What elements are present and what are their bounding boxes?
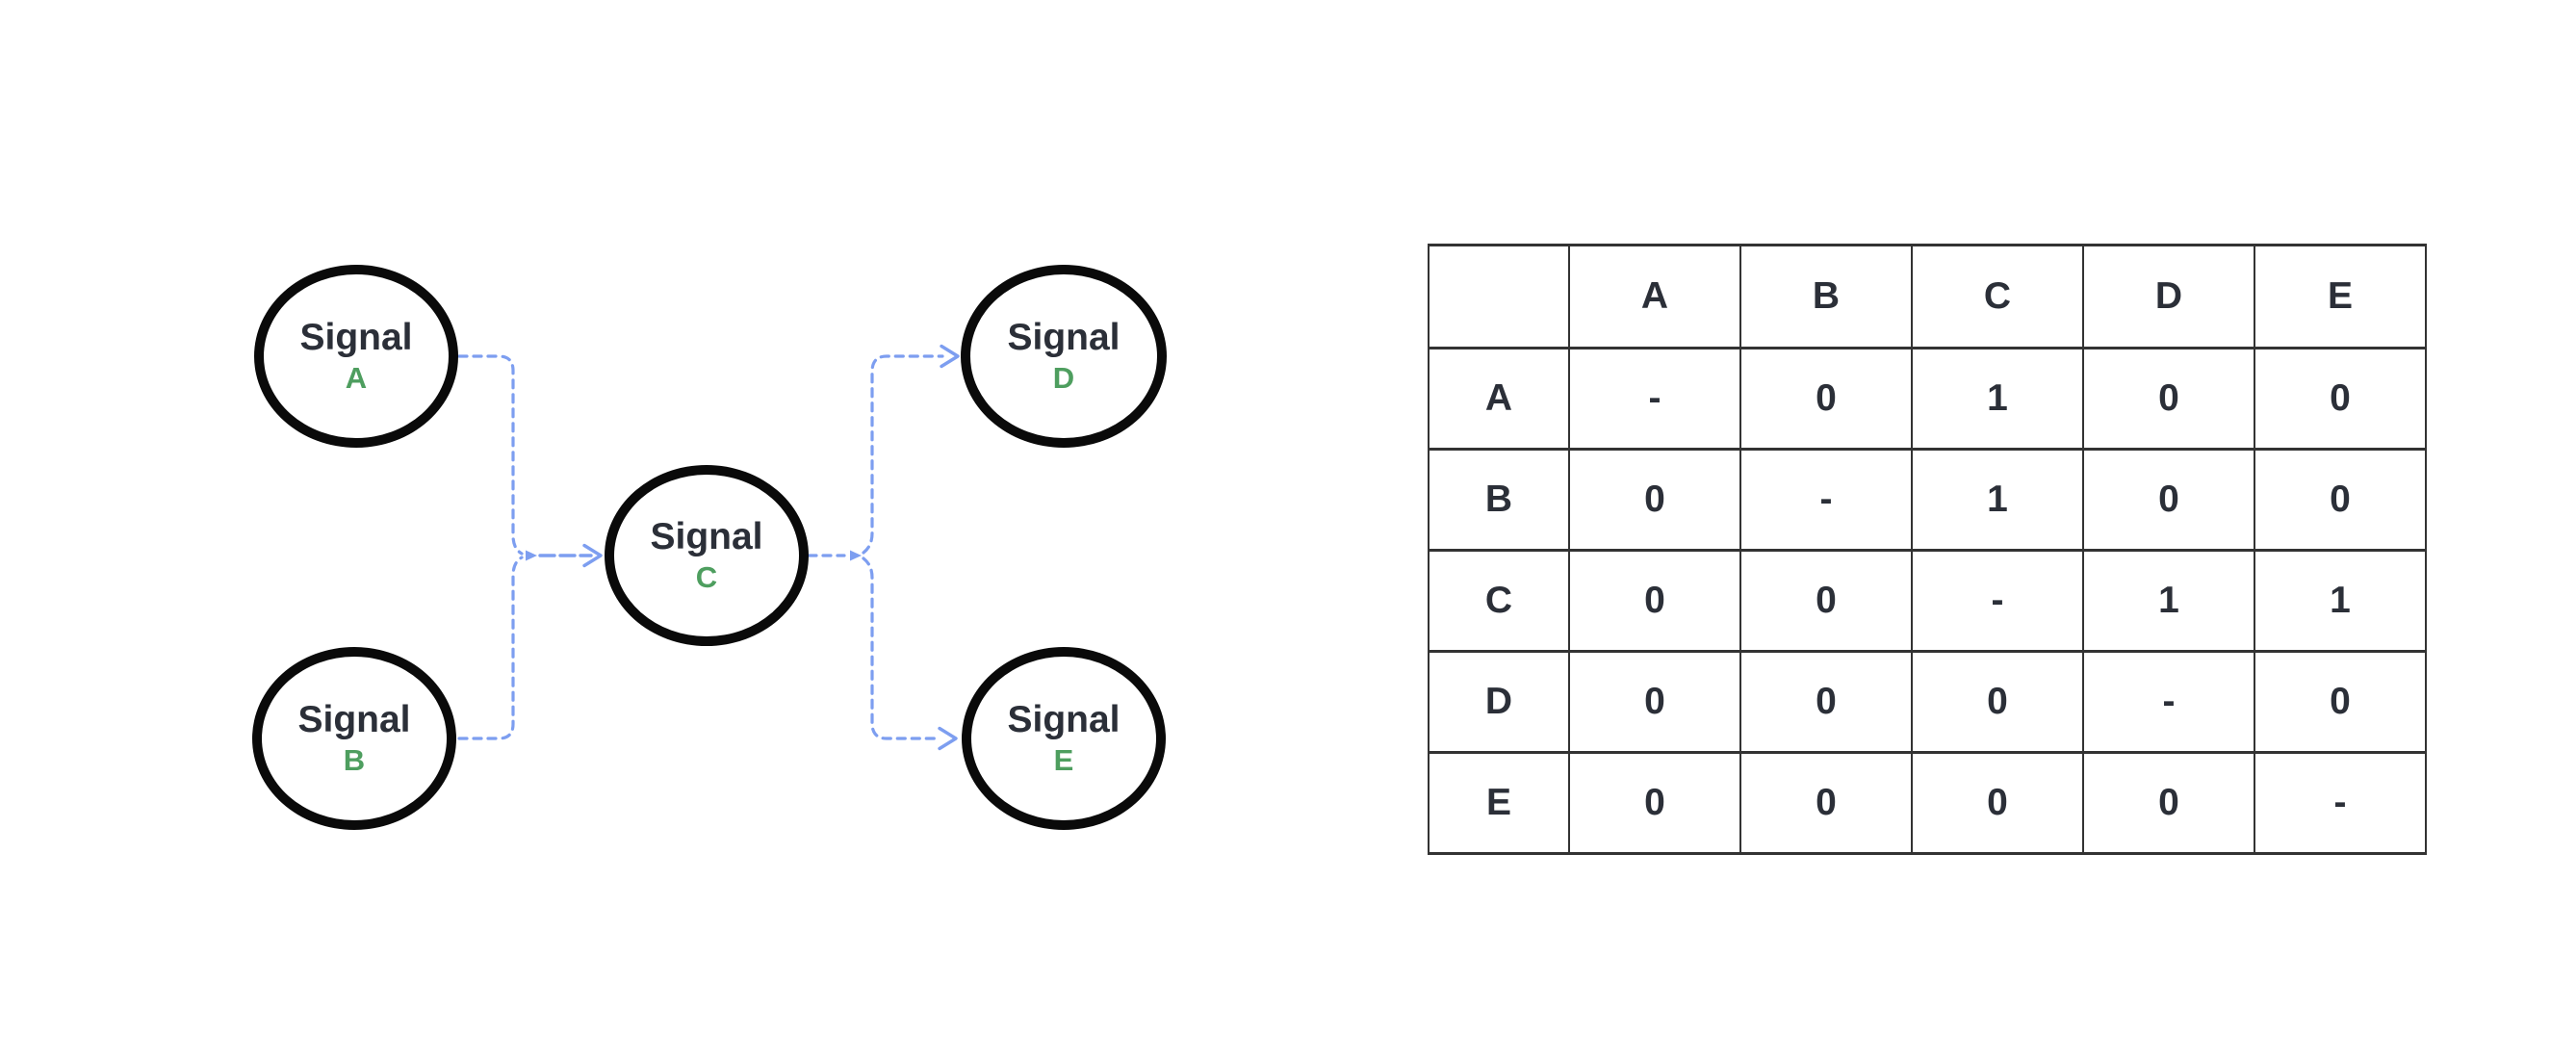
matrix-row: E 0 0 0 0 - xyxy=(1428,751,2427,855)
diagram-node-signal-d: Signal D xyxy=(961,265,1167,448)
node-letter: D xyxy=(1052,361,1075,395)
matrix-row: A - 0 1 0 0 xyxy=(1428,347,2427,451)
matrix-cell: - xyxy=(1739,448,1913,552)
matrix-cell: 0 xyxy=(1568,751,1741,855)
matrix-cell: 1 xyxy=(2254,549,2427,653)
matrix-cell: - xyxy=(2254,751,2427,855)
matrix-cell: - xyxy=(1568,347,1741,451)
matrix-col-header: A xyxy=(1568,244,1741,349)
edge-fork-to-d xyxy=(862,354,944,555)
matrix-cell: 0 xyxy=(1911,751,2084,855)
node-title: Signal xyxy=(297,699,411,740)
matrix-cell: 0 xyxy=(1568,549,1741,653)
matrix-corner-cell xyxy=(1428,244,1570,349)
matrix-row-label: C xyxy=(1428,549,1570,653)
node-title: Signal xyxy=(650,516,763,557)
fork-arrow-tip xyxy=(850,550,862,561)
matrix-col-header: B xyxy=(1739,244,1913,349)
matrix-cell: 0 xyxy=(2254,347,2427,451)
matrix-cell: 0 xyxy=(2082,448,2255,552)
node-letter: E xyxy=(1053,743,1074,777)
matrix-cell: 0 xyxy=(1739,549,1913,653)
matrix-col-header: C xyxy=(1911,244,2084,349)
matrix-cell: 0 xyxy=(1911,650,2084,754)
matrix-cell: 0 xyxy=(1739,650,1913,754)
matrix-col-header: D xyxy=(2082,244,2255,349)
matrix-cell: 0 xyxy=(2254,448,2427,552)
edge-b-to-junction xyxy=(457,556,524,740)
node-title: Signal xyxy=(1007,317,1121,358)
matrix-cell: 1 xyxy=(1911,448,2084,552)
matrix-row-label: B xyxy=(1428,448,1570,552)
matrix-cell: 0 xyxy=(2254,650,2427,754)
diagram-node-signal-c: Signal C xyxy=(605,465,809,646)
matrix-col-header: E xyxy=(2254,244,2427,349)
matrix-cell: 1 xyxy=(2082,549,2255,653)
arrowhead-into-d xyxy=(940,344,960,369)
matrix-cell: 0 xyxy=(1568,650,1741,754)
matrix-row: B 0 - 1 0 0 xyxy=(1428,448,2427,552)
adjacency-matrix-table: A B C D E A - 0 1 0 0 B 0 - 1 0 0 C 0 0 … xyxy=(1428,244,2427,855)
matrix-cell: - xyxy=(1911,549,2084,653)
matrix-row: C 0 0 - 1 1 xyxy=(1428,549,2427,653)
node-title: Signal xyxy=(299,317,413,358)
node-letter: A xyxy=(345,361,368,395)
matrix-cell: 0 xyxy=(2082,751,2255,855)
matrix-cell: 0 xyxy=(1739,751,1913,855)
diagram-node-signal-b: Signal B xyxy=(252,647,456,830)
matrix-cell: - xyxy=(2082,650,2255,754)
matrix-row: D 0 0 0 - 0 xyxy=(1428,650,2427,754)
edge-a-to-junction xyxy=(457,354,524,556)
diagram-node-signal-a: Signal A xyxy=(254,265,458,448)
matrix-cell: 1 xyxy=(1911,347,2084,451)
matrix-cell: 0 xyxy=(1739,347,1913,451)
matrix-header-row: A B C D E xyxy=(1428,244,2427,349)
arrowhead-into-c xyxy=(582,543,603,568)
diagram-node-signal-e: Signal E xyxy=(962,647,1166,830)
node-letter: C xyxy=(695,560,718,594)
arrowhead-into-e xyxy=(938,726,958,751)
matrix-cell: 0 xyxy=(2082,347,2255,451)
junction-arrow-tip xyxy=(526,550,537,561)
matrix-row-label: A xyxy=(1428,347,1570,451)
matrix-row-label: D xyxy=(1428,650,1570,754)
node-title: Signal xyxy=(1007,699,1121,740)
node-letter: B xyxy=(343,743,366,777)
edge-fork-to-e xyxy=(862,556,942,740)
matrix-row-label: E xyxy=(1428,751,1570,855)
matrix-cell: 0 xyxy=(1568,448,1741,552)
